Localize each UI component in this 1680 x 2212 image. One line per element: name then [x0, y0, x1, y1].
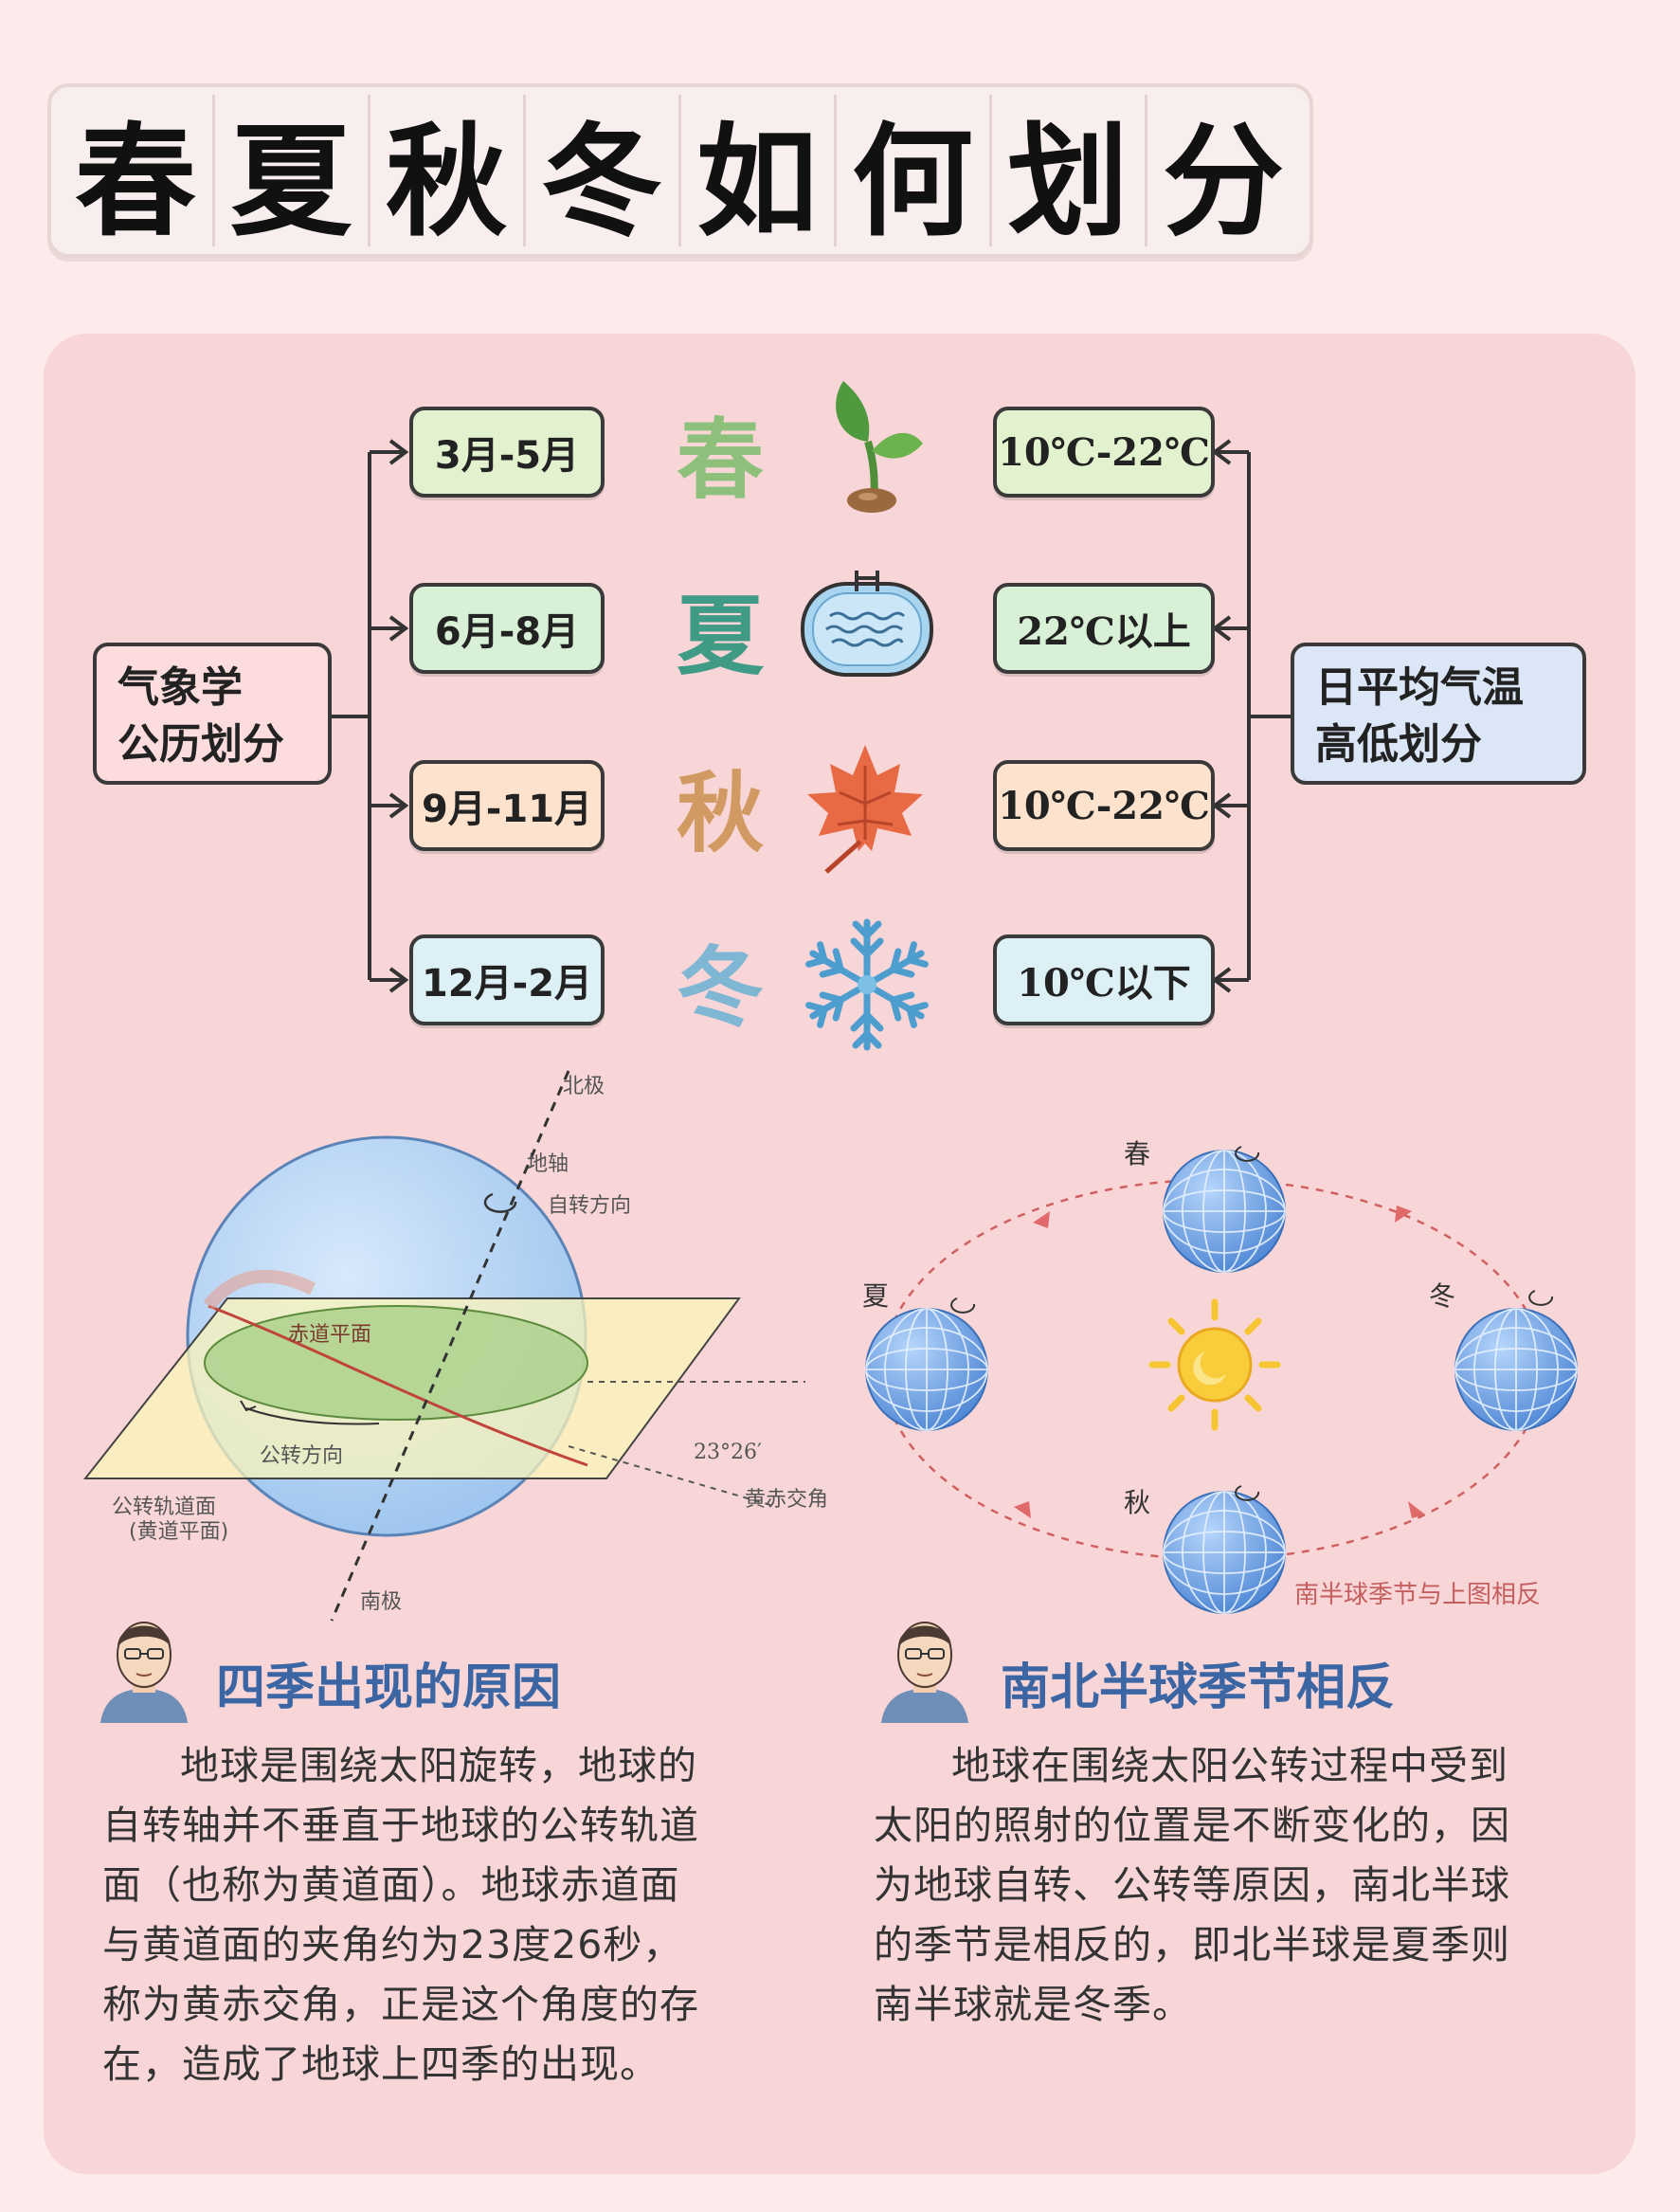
label-revolution-direction: 公转方向 [260, 1444, 344, 1468]
teacher-avatar-icon [881, 1622, 968, 1723]
season-name-winter: 冬 [676, 936, 764, 1039]
title-char: 冬 [525, 95, 681, 253]
body-line: 地球在围绕太阳公转过程中受到 [951, 1743, 1508, 1788]
title-char: 划 [991, 95, 1147, 253]
sprout-icon [836, 381, 923, 513]
label-equator-plane: 赤道平面 [288, 1323, 372, 1347]
season-name-autumn: 秋 [676, 762, 764, 864]
orbit-label-winter: 冬 [1429, 1280, 1456, 1312]
body-line: 面（也称为黄道面）。地球赤道面 [102, 1862, 680, 1908]
title-banner: 春 夏 秋 冬 如 何 划 分 [47, 83, 1313, 258]
season-name-spring: 春 [676, 408, 764, 511]
temperature-criterion-box: 日平均气温 高低划分 [1291, 643, 1586, 785]
section-title-hemisphere-seasons: 南北半球季节相反 [1001, 1659, 1396, 1716]
sun-icon [1148, 1298, 1281, 1431]
meteorology-line1: 气象学 [117, 663, 243, 712]
body-line: 太阳的照射的位置是不断变化的，因 [874, 1803, 1510, 1848]
orbit-label-autumn: 秋 [1124, 1487, 1151, 1518]
title-char: 春 [59, 95, 215, 253]
orbit-diagram [865, 1146, 1578, 1614]
temp-autumn: 10℃-22℃ [993, 760, 1215, 851]
body-line: 地球是围绕太阳旋转，地球的 [180, 1743, 697, 1788]
pool-icon [801, 571, 933, 677]
title-char: 夏 [214, 95, 370, 253]
label-south-pole: 南极 [360, 1590, 403, 1614]
body-line: 自转轴并不垂直于地球的公转轨道 [102, 1803, 699, 1848]
teacher-avatar-icon [100, 1622, 188, 1723]
title-char: 秋 [370, 95, 526, 253]
title-char: 何 [836, 95, 992, 253]
orbit-label-summer: 夏 [862, 1280, 890, 1312]
body-line: 称为黄赤交角，正是这个角度的存 [102, 1982, 699, 2027]
label-angle-value: 23°26′ [694, 1441, 762, 1464]
orbit-caption: 南半球季节与上图相反 [1294, 1581, 1542, 1609]
earth-tilt-diagram [82, 1070, 805, 1622]
season-name-summer: 夏 [676, 585, 764, 687]
orbit-label-spring: 春 [1124, 1138, 1151, 1169]
label-rotation-direction: 自转方向 [548, 1194, 632, 1218]
body-line: 为地球自转、公转等原因，南北半球 [874, 1862, 1510, 1908]
section-body-four-seasons-cause: 地球是围绕太阳旋转，地球的 自转轴并不垂直于地球的公转轨道 面（也称为黄道面）。… [102, 1736, 766, 2094]
connector-lines [330, 439, 1292, 993]
snowflake-icon [804, 918, 930, 1054]
temperature-criterion-line1: 日平均气温 [1315, 663, 1524, 712]
body-line: 在，造成了地球上四季的出现。 [102, 2041, 659, 2087]
title-char: 如 [680, 95, 837, 253]
label-obliquity: 黄赤交角 [745, 1488, 829, 1512]
meteorology-line2: 公历划分 [117, 720, 284, 769]
title-char: 分 [1162, 111, 1284, 253]
temperature-criterion-line2: 高低划分 [1315, 720, 1482, 769]
months-winter: 12月-2月 [409, 934, 605, 1025]
maple-leaf-icon [807, 745, 923, 874]
months-autumn: 9月-11月 [409, 760, 605, 851]
months-summer: 6月-8月 [409, 583, 605, 674]
body-line: 南半球就是冬季。 [874, 1982, 1192, 2027]
section-title-four-seasons-cause: 四季出现的原因 [216, 1659, 562, 1716]
body-line: 与黄道面的夹角约为23度26秒， [102, 1922, 683, 1967]
body-line: 的季节是相反的，即北半球是夏季则 [874, 1922, 1510, 1967]
meteorology-box: 气象学 公历划分 [93, 643, 332, 785]
section-body-hemisphere-seasons: 地球在围绕太阳公转过程中受到 太阳的照射的位置是不断变化的，因 为地球自转、公转… [874, 1736, 1556, 2035]
label-orbit-plane: 公转轨道面 [112, 1496, 217, 1519]
temp-summer: 22℃以上 [993, 583, 1215, 674]
label-ecliptic-plane: (黄道平面) [129, 1520, 229, 1544]
label-north-pole: 北极 [563, 1075, 605, 1098]
label-axis: 地轴 [527, 1152, 569, 1176]
months-spring: 3月-5月 [409, 407, 605, 498]
temp-winter: 10℃以下 [993, 934, 1215, 1025]
temp-spring: 10℃-22℃ [993, 407, 1215, 498]
